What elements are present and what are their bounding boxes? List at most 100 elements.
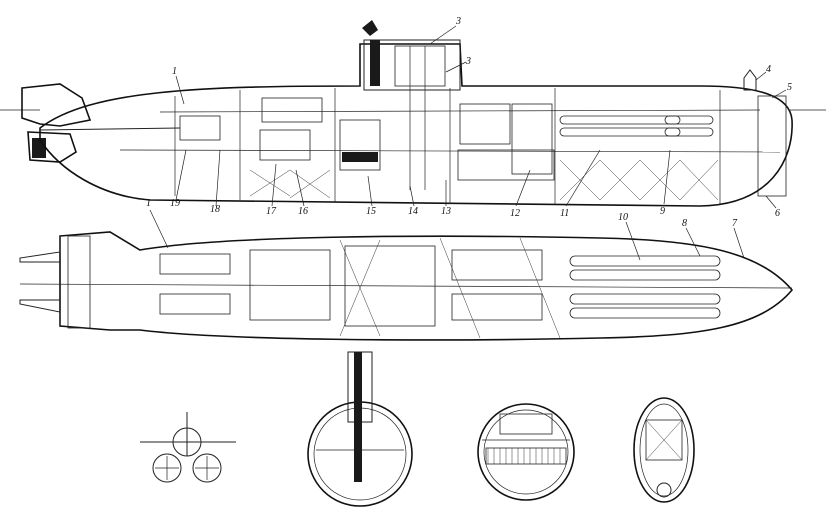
control-room-equipment xyxy=(339,119,381,171)
berths-port xyxy=(451,249,543,281)
engine-starboard xyxy=(159,293,231,315)
plan-torpedo-1 xyxy=(569,255,721,267)
leader-lines xyxy=(149,25,787,261)
leader-9 xyxy=(663,149,671,205)
leader-14 xyxy=(409,185,415,207)
plan-hatching xyxy=(339,237,561,339)
stern-plane-housing xyxy=(67,235,91,329)
label-7: 7 xyxy=(732,218,738,229)
mid-section-cells xyxy=(487,448,561,464)
bow-section-sonar xyxy=(656,482,672,498)
label-12: 12 xyxy=(510,208,520,219)
label-3: 3 xyxy=(455,16,461,27)
plan-torpedo-2 xyxy=(569,269,721,281)
label-15: 15 xyxy=(366,206,376,217)
leader-15 xyxy=(367,175,373,207)
periscope-mast xyxy=(370,40,380,86)
bow-section-tubes xyxy=(645,419,683,461)
leader-12 xyxy=(515,169,531,207)
engine-port xyxy=(159,253,231,275)
leader-6 xyxy=(765,195,777,209)
leader-7 xyxy=(733,227,745,259)
label-17: 17 xyxy=(266,206,277,217)
stern-planes xyxy=(19,236,61,326)
callout-labels: 1 1 3 3 4 5 6 7 8 9 10 11 12 13 14 15 16… xyxy=(146,16,792,229)
leader-8 xyxy=(685,227,701,257)
cross-section-sail xyxy=(307,351,413,507)
leader-5 xyxy=(771,89,787,99)
crew-quarters xyxy=(459,103,511,145)
flag-mast xyxy=(362,20,378,36)
leader-16 xyxy=(295,169,305,207)
torpedo-1 xyxy=(559,115,681,125)
label-9: 9 xyxy=(660,206,665,217)
sail-equipment xyxy=(394,45,446,87)
leader-4 xyxy=(755,71,767,81)
label-1: 1 xyxy=(172,66,177,77)
propeller-port xyxy=(152,453,182,483)
plan-hull-outline xyxy=(59,231,794,341)
generator xyxy=(259,129,311,161)
mid-section-battery xyxy=(485,447,567,465)
propeller xyxy=(32,138,46,158)
propeller-shaft xyxy=(39,127,181,131)
stern-propeller-housing xyxy=(27,131,77,163)
label-1b: 1 xyxy=(146,198,151,209)
plan-torpedo-4 xyxy=(569,307,721,319)
torpedo-3 xyxy=(664,115,714,125)
label-5: 5 xyxy=(787,82,792,93)
leader-11 xyxy=(565,149,601,207)
leader-19 xyxy=(175,149,187,201)
structure-hatching xyxy=(559,159,719,201)
cross-section-mid xyxy=(477,403,575,501)
plan-view xyxy=(19,231,794,341)
battery-compartment xyxy=(457,149,555,181)
motor-room xyxy=(261,97,323,123)
leader-17 xyxy=(271,163,277,207)
control-compartment xyxy=(344,245,436,327)
berths-starboard xyxy=(451,293,543,321)
bow-hatch xyxy=(743,69,757,91)
label-3b: 3 xyxy=(465,56,471,67)
label-19: 19 xyxy=(170,198,180,209)
bow-section-hull xyxy=(633,397,695,503)
cross-section-stern xyxy=(140,412,236,483)
label-11: 11 xyxy=(560,208,569,219)
leader-3b xyxy=(445,61,467,73)
label-14: 14 xyxy=(408,206,418,217)
diesel-engine xyxy=(179,115,221,141)
galley-compartment xyxy=(511,103,553,175)
side-elevation-view xyxy=(0,20,826,207)
label-8: 8 xyxy=(682,218,687,229)
torpedo-2 xyxy=(559,127,681,137)
leader-10 xyxy=(625,221,641,261)
torpedo-4 xyxy=(664,127,714,137)
label-16: 16 xyxy=(298,206,308,217)
motor-compartment xyxy=(249,249,331,321)
bow-section-inner xyxy=(639,403,689,497)
propeller-blades xyxy=(155,456,219,480)
label-6: 6 xyxy=(775,208,780,219)
propeller-starboard xyxy=(192,453,222,483)
mid-section-inner xyxy=(483,409,569,495)
label-18: 18 xyxy=(210,204,220,215)
sail-section-trunk xyxy=(354,352,362,482)
structure-hatching-aft xyxy=(249,169,331,199)
leader-1b xyxy=(149,209,169,249)
bow-sonar-compartment xyxy=(757,95,787,197)
torpedo-reserve-racks xyxy=(559,115,714,137)
centreline xyxy=(19,283,793,289)
mid-section-hull xyxy=(477,403,575,501)
label-10: 10 xyxy=(618,212,628,223)
label-13: 13 xyxy=(441,206,451,217)
label-4: 4 xyxy=(766,64,771,75)
bow-section-hatching xyxy=(645,419,683,461)
hull-outline xyxy=(39,43,793,207)
stern-rudder xyxy=(21,83,92,127)
cross-section-bow xyxy=(633,397,695,503)
battery-bank xyxy=(342,152,378,162)
mid-section-equipment xyxy=(499,413,553,435)
plan-torpedo-3 xyxy=(569,293,721,305)
